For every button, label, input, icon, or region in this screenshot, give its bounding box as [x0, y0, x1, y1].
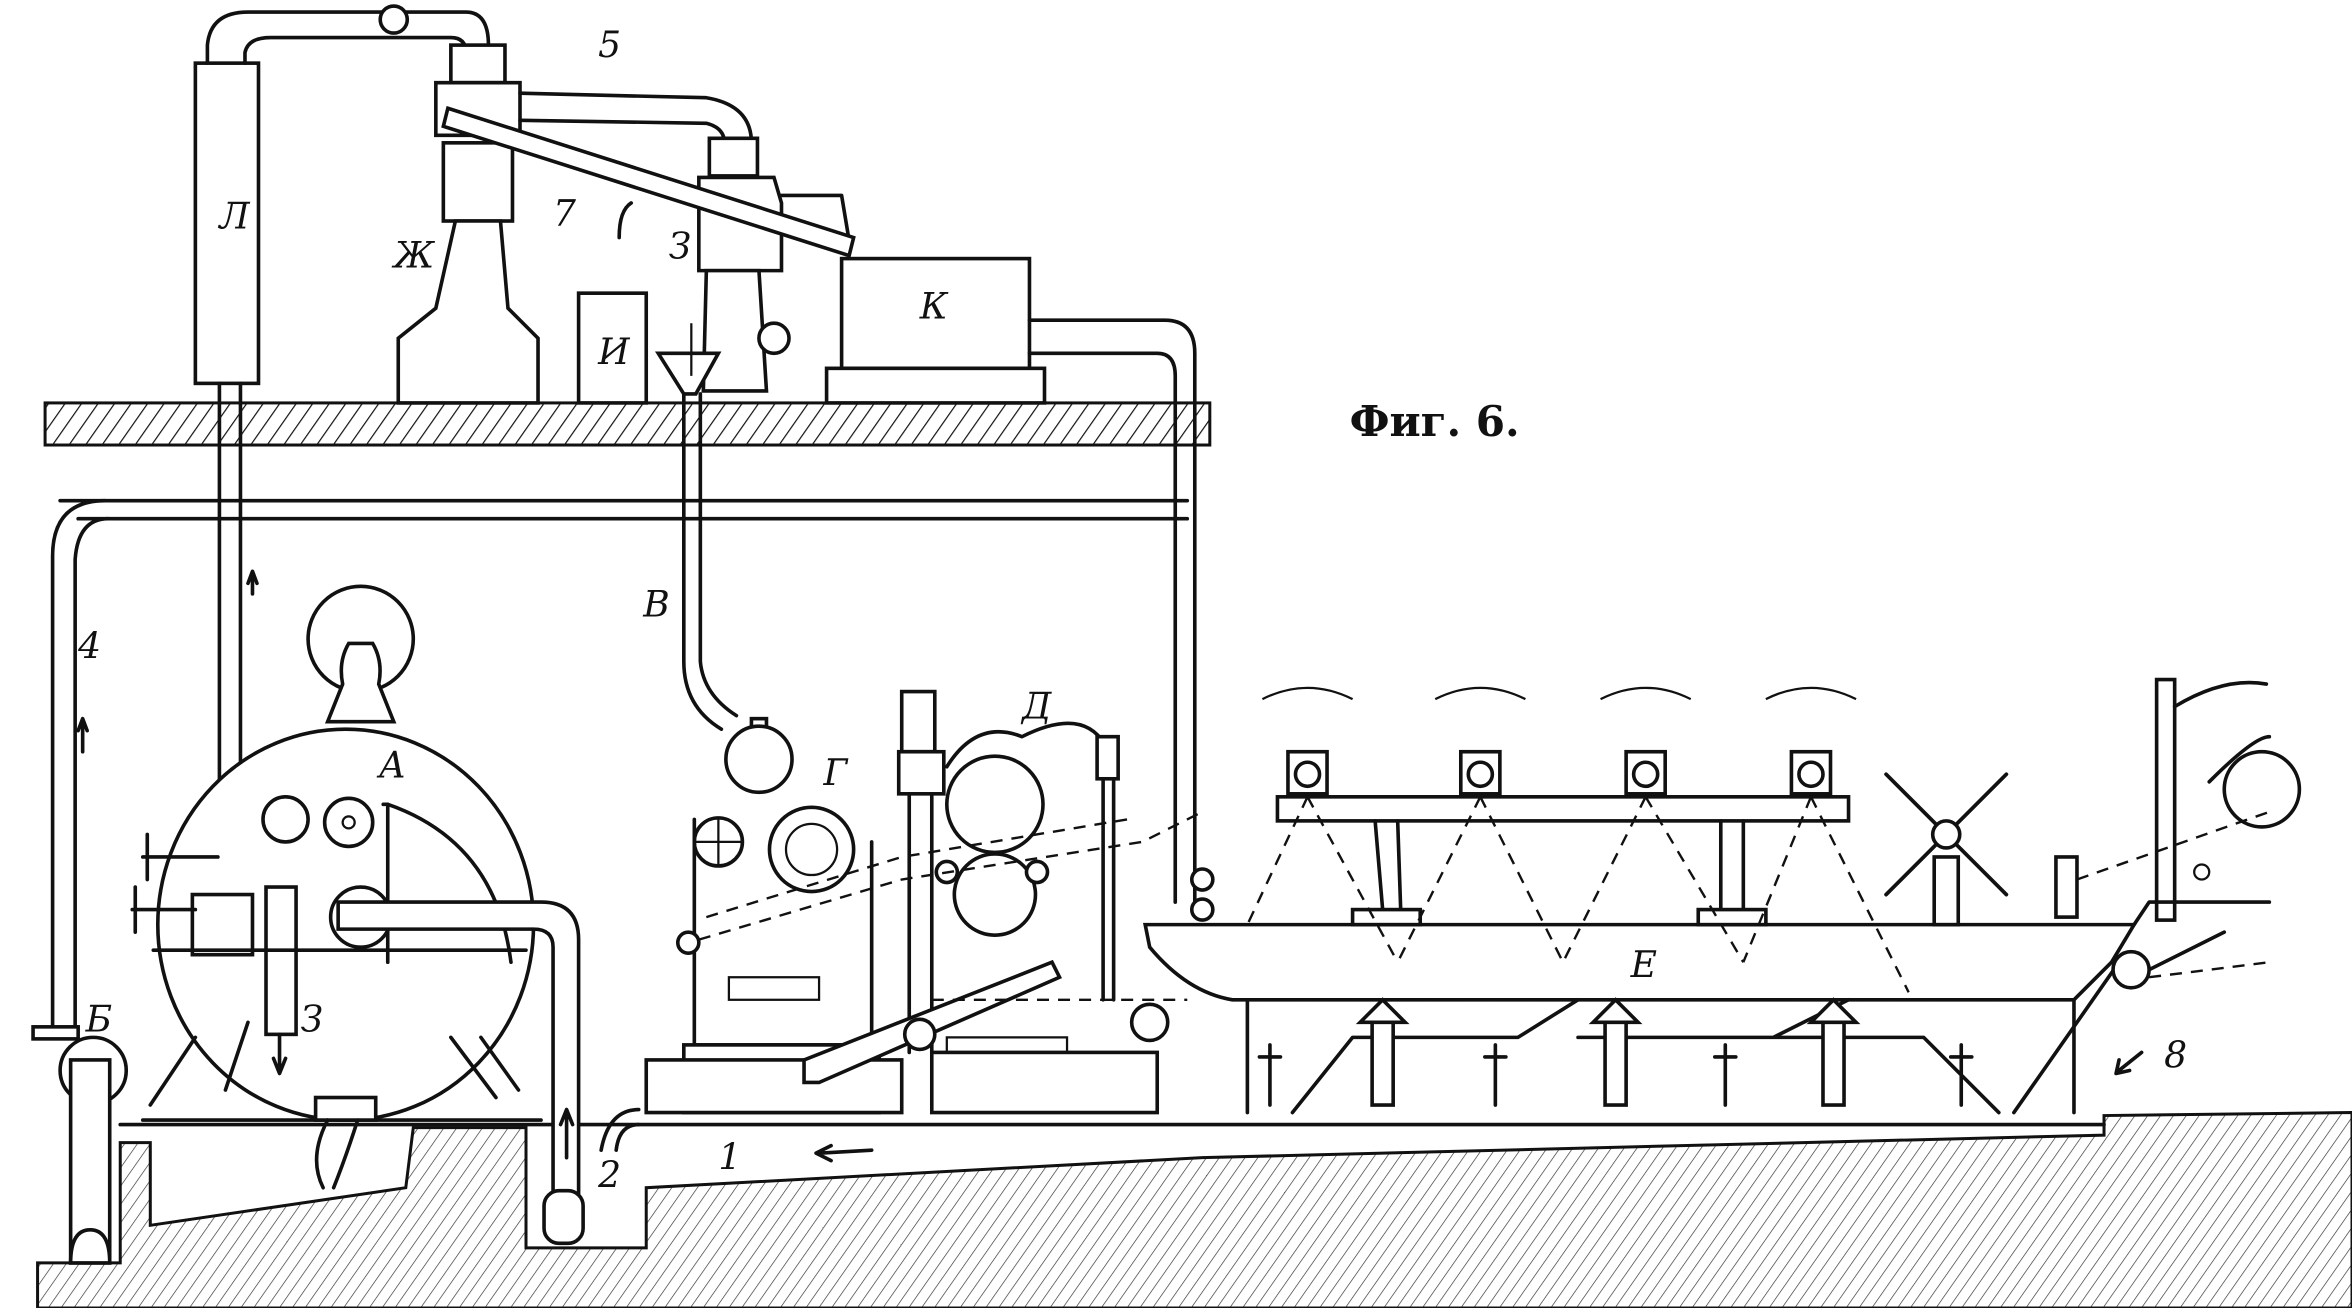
pipe-k-right: [1027, 318, 1197, 904]
pipe-4: [50, 498, 108, 1040]
vessel-i: [576, 291, 649, 405]
label-d: Д: [1020, 686, 1052, 728]
arrow-down-icon: [271, 1032, 288, 1076]
pipe-v: [654, 323, 739, 731]
figure-title: Фиг. 6.: [1350, 396, 1520, 446]
apparatus-zh: [396, 43, 540, 405]
pump-b: [31, 1025, 129, 1265]
label-8: 8: [2164, 1034, 2187, 1076]
label-1: 1: [718, 1137, 741, 1179]
label-b: Б: [85, 998, 113, 1040]
label-zh: Ж: [391, 235, 436, 277]
arrow-up-icon: [76, 716, 89, 754]
lower-rollers: [1355, 997, 1861, 1107]
labels: Л Ж 5 7 З И К Фиг. 6. В 4 А Г Д Б З 2 1 …: [77, 24, 2187, 1197]
valve-icon: [378, 4, 410, 35]
apparatus-z: [697, 136, 851, 393]
apparatus-k: [824, 256, 1047, 405]
arrow-up-icon: [558, 1107, 575, 1160]
label-l: Л: [217, 196, 250, 238]
label-a: А: [376, 744, 406, 786]
machine-right: [2012, 677, 2302, 1115]
label-k: К: [919, 286, 949, 328]
label-e: Е: [1630, 944, 1657, 986]
ground-floor: [36, 1111, 2352, 1308]
upper-rollers: [1261, 686, 1857, 796]
pipe-7: [441, 105, 856, 258]
web-path: [698, 810, 1215, 1001]
label-z-low: З: [301, 998, 323, 1040]
label-4: 4: [77, 626, 101, 668]
label-5: 5: [598, 24, 621, 66]
pipe-5: [518, 91, 754, 145]
pipe-k-right-inner: [1027, 351, 1178, 904]
pipe-4-inner: [73, 516, 111, 1040]
spider-reel: [1884, 772, 2009, 927]
label-7: 7: [553, 193, 576, 235]
flow-arrow-icon: [814, 1143, 874, 1163]
label-g: Г: [823, 752, 849, 794]
label-2: 2: [597, 1155, 621, 1197]
label-v: В: [642, 583, 670, 625]
arrow-up-icon: [246, 569, 259, 596]
trough-e: [1142, 686, 2138, 1115]
floor-rollers: [1257, 1043, 1974, 1107]
label-z-top: З: [669, 226, 691, 268]
tank-a: [130, 569, 641, 1246]
label-i: И: [597, 331, 631, 373]
arrow-icon: [2114, 1050, 2144, 1076]
pipe-7-drip: [617, 201, 634, 240]
machine-d: [802, 689, 1170, 1115]
